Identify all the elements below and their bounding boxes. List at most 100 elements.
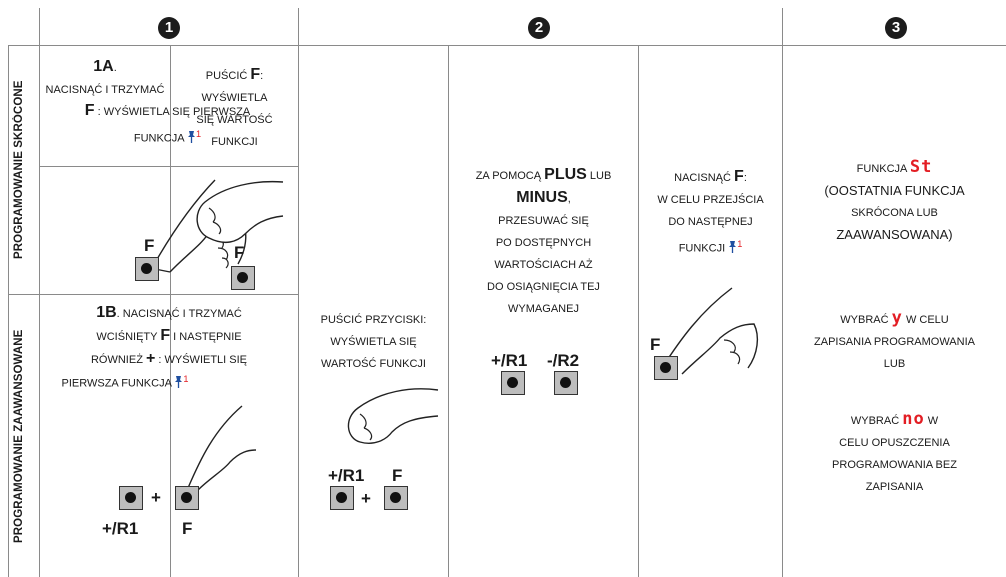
text-line: FUNKCJA — [133, 132, 184, 145]
pushpin-icon — [729, 240, 737, 253]
divider — [638, 45, 639, 577]
cell-step3-text: FUNKCJA St (OOSTATNIA FUNKCJA SKRÓCONA L… — [783, 156, 1006, 246]
text-line: NACISNĄĆ I TRZYMAĆ — [45, 84, 165, 96]
f-button — [384, 486, 408, 510]
divider — [448, 45, 449, 577]
minus-r2-button — [554, 371, 578, 395]
divider — [8, 45, 9, 577]
cell-plus-minus-text: ZA POMOCĄ PLUS LUB MINUS, PRZESUWAĆ SIĘ … — [449, 164, 638, 320]
row-label-short: PROGRAMOWANIE SKRÓCONE — [13, 80, 25, 260]
text-line: WYBRAĆ — [850, 415, 900, 427]
f-button — [654, 356, 678, 380]
text-line: ZAPISANIA — [865, 481, 924, 493]
text-line: WYŚWIETLA — [201, 92, 268, 104]
plus-r1-button — [501, 371, 525, 395]
hand-pressing-illustration — [661, 287, 759, 375]
footnote-1: 1 — [183, 374, 189, 384]
text-line: PIERWSZA FUNKCJA — [61, 377, 172, 390]
hand-release-illustration — [347, 388, 439, 444]
cell-release-buttons-text: PUŚCIĆ PRZYCISKI: WYŚWIETLA SIĘ WARTOŚĆ … — [299, 309, 448, 375]
comma: , — [567, 193, 571, 205]
colon: : — [260, 70, 264, 82]
f-button — [135, 257, 159, 281]
text-line: PUŚCIĆ — [205, 70, 248, 82]
text-line: FUNKCJI — [678, 242, 726, 255]
cell-1a-text: 1A. NACISNĄĆ I TRZYMAĆ — [40, 56, 170, 101]
text-line: : WYŚWIETLI SIĘ — [158, 354, 248, 366]
text-line: WARTOŚĆ FUNKCJI — [321, 358, 426, 370]
text-line: LUB — [589, 170, 612, 182]
key-f: F — [734, 168, 744, 185]
step-number-3: 3 — [885, 17, 907, 39]
text-line: PO DOSTĘPNYCH — [495, 237, 592, 249]
text-line: (OOSTATNIA FUNKCJA — [824, 183, 965, 198]
step-number-1: 1 — [158, 17, 180, 39]
text-line: DO NASTĘPNEJ — [668, 216, 753, 228]
plus-r1-button — [119, 486, 143, 510]
footnote-1: 1 — [737, 239, 743, 249]
f-label: F — [144, 236, 155, 255]
display-code-no: no — [902, 409, 925, 429]
text-line: ZAPISANIA PROGRAMOWANIA — [814, 336, 975, 348]
f-button — [175, 486, 199, 510]
text-line: W CELU — [905, 314, 949, 326]
step-1b-title: 1B — [96, 304, 117, 321]
r1-label: +/R1 — [328, 466, 365, 485]
r1-label: +/R1 — [491, 351, 528, 370]
key-plus: + — [145, 350, 156, 367]
text-line: NACISNĄĆ — [674, 172, 731, 184]
plus-sign: + — [151, 488, 161, 507]
f-label: F — [392, 466, 403, 485]
text-line: I NASTĘPNIE — [173, 331, 242, 343]
text-line: PRZESUWAĆ SIĘ — [498, 215, 589, 227]
minus-word: MINUS — [516, 189, 568, 206]
text-line: SIĘ WARTOŚĆ — [196, 114, 273, 126]
hand-release-illustration — [196, 180, 284, 244]
text-line: : WYŚWIETLA SIĘ PIERWSZA — [97, 106, 251, 118]
text-line: RÓWNIEŻ — [90, 354, 143, 366]
f-label: F — [234, 243, 245, 262]
f-button — [231, 266, 255, 290]
step-number-2: 2 — [528, 17, 550, 39]
display-code-y: y — [891, 308, 903, 328]
key-f: F — [84, 102, 95, 119]
text-line: WYBRAĆ — [840, 314, 889, 326]
footnote-1: 1 — [196, 129, 202, 139]
cell-1b-text: 1B. NACISNĄĆ I TRZYMAĆ WCIŚNIĘTY F I NAS… — [40, 302, 298, 371]
text-line: DO OSIĄGNIĘCIA TEJ — [487, 281, 600, 293]
cell-press-f-text: NACISNĄĆ F: W CELU PRZEJŚCIA DO NASTĘPNE… — [639, 166, 782, 260]
dot: . — [113, 62, 117, 74]
cell-release-f-text: PUŚCIĆ F: WYŚWIETLA SIĘ WARTOŚĆ FUNKCJI — [171, 64, 298, 153]
plus-word: PLUS — [544, 166, 587, 183]
text-line: PUŚCIĆ PRZYCISKI: — [320, 314, 427, 326]
cell-1b-last: PIERWSZA FUNKCJA 1 — [40, 368, 210, 395]
text-line: SKRÓCONA LUB — [851, 207, 938, 219]
text-line: FUNKCJA — [856, 163, 907, 175]
text-line: W — [927, 415, 939, 427]
text-line: W CELU PRZEJŚCIA — [657, 194, 764, 206]
text-line: WARTOŚCIACH AŻ — [494, 259, 593, 271]
text-line: CELU OPUSZCZENIA — [839, 437, 950, 449]
plus-r1-button — [330, 486, 354, 510]
divider — [170, 45, 171, 577]
divider — [298, 8, 299, 577]
f-label: F — [182, 519, 193, 538]
divider — [782, 8, 783, 577]
r1-label: +/R1 — [102, 519, 139, 538]
divider — [39, 166, 298, 167]
key-f: F — [250, 66, 261, 83]
colon: : — [743, 172, 747, 184]
text-line: . NACISNĄĆ I TRZYMAĆ — [116, 308, 242, 320]
r2-label: -/R2 — [547, 351, 580, 370]
text-line: WYMAGANEJ — [508, 303, 579, 315]
pushpin-icon — [188, 130, 196, 143]
text-line: PROGRAMOWANIA BEZ — [832, 459, 957, 471]
text-line: FUNKCJI — [211, 136, 258, 148]
text-line: ZAAWANSOWANA) — [836, 227, 953, 242]
key-f: F — [160, 327, 171, 344]
cell-1a-text-wide: F : WYŚWIETLA SIĘ PIERWSZA FUNKCJA 1 — [40, 100, 295, 150]
text-line: LUB — [883, 358, 906, 370]
text-line: ZA POMOCĄ — [475, 170, 542, 182]
cell-step3-save-text: WYBRAĆ y W CELU ZAPISANIA PROGRAMOWANIA … — [783, 307, 1006, 375]
hand-pressing-two-buttons-illustration — [187, 405, 257, 491]
